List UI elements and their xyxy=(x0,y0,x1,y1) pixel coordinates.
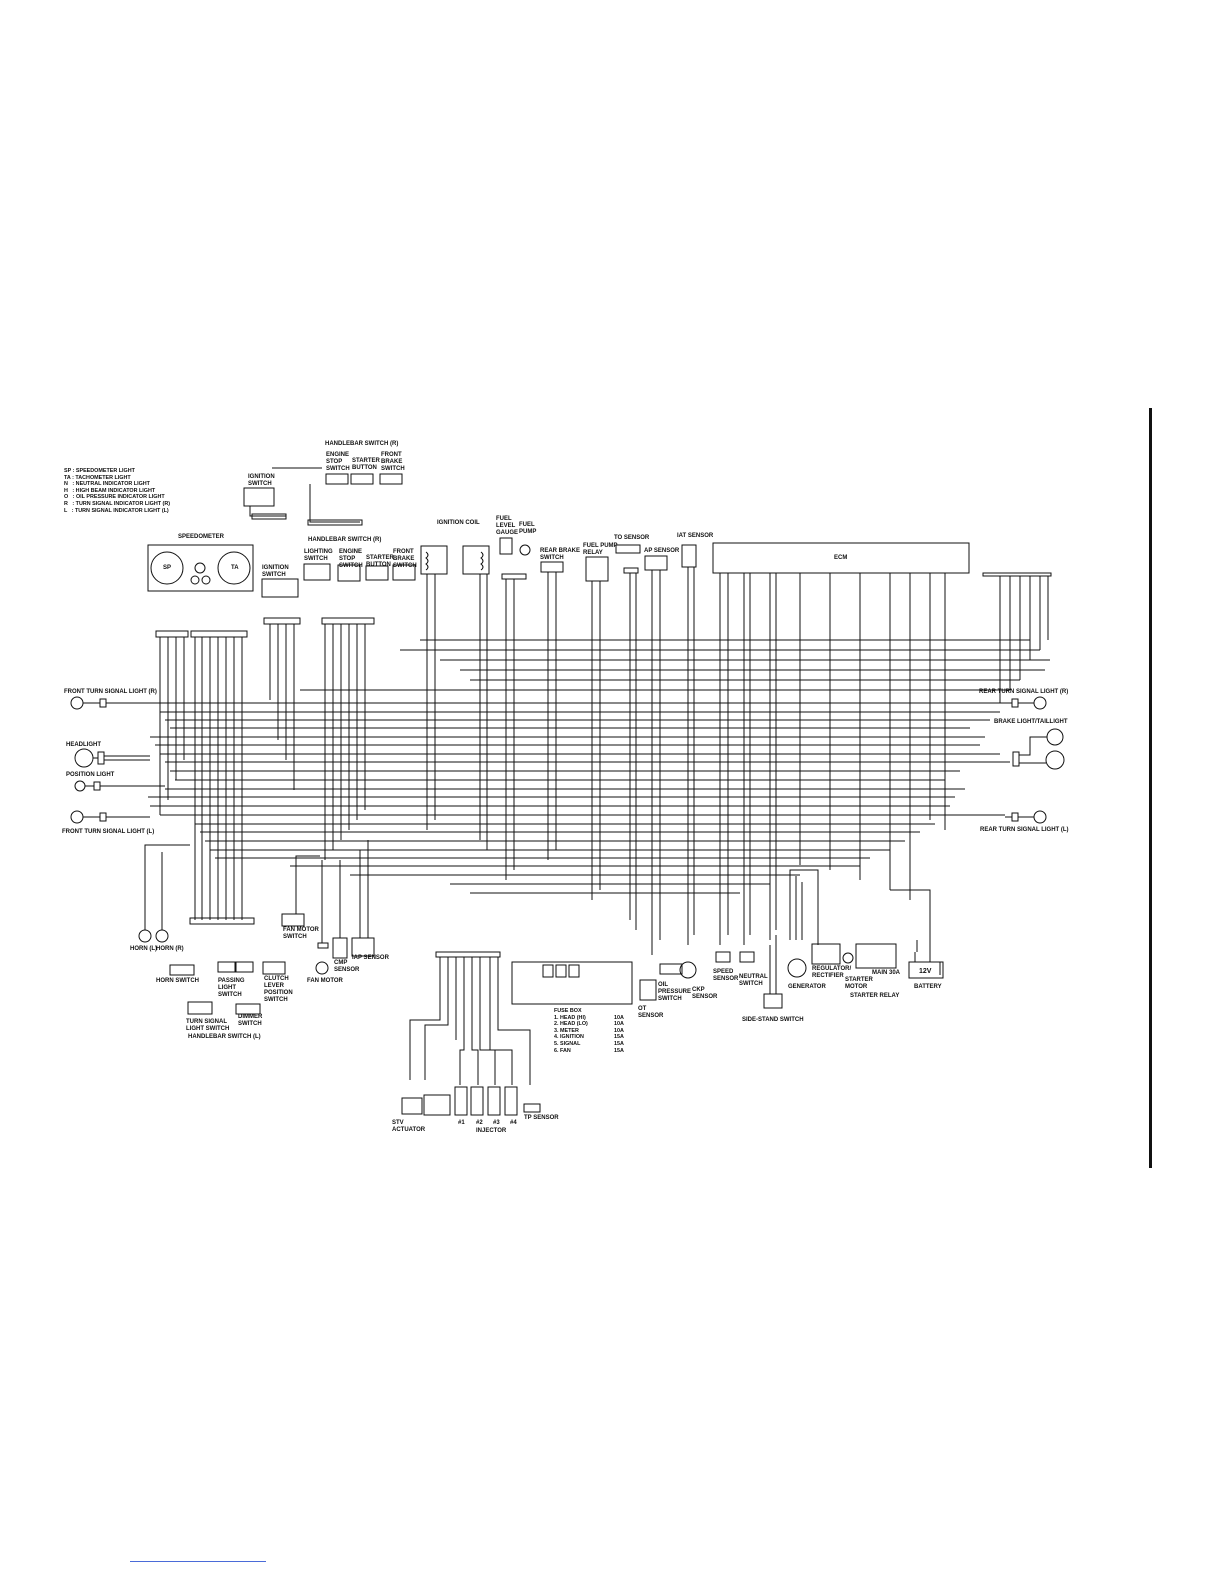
passing-light-switch-label: PASSING LIGHT SWITCH xyxy=(218,978,245,998)
starter-motor-label: STARTER MOTOR xyxy=(845,977,873,990)
speedometer-label: SPEEDOMETER xyxy=(178,534,225,540)
front-turn-r-label: FRONT TURN SIGNAL LIGHT (R) xyxy=(64,689,157,695)
turn-signal-switch-label: TURN SIGNAL LIGHT SWITCH xyxy=(186,1019,230,1032)
fuse-name: 5. SIGNAL xyxy=(554,1040,581,1047)
battery-voltage-label: 12V xyxy=(919,968,932,975)
to-sensor-label: TO SENSOR xyxy=(614,535,650,541)
fuse-name: 4. IGNITION xyxy=(554,1034,584,1041)
iat-sensor-label: IAT SENSOR xyxy=(677,533,714,539)
tp-sensor-label: TP SENSOR xyxy=(524,1115,559,1121)
starter-button-top-label: STARTER BUTTON xyxy=(352,458,380,471)
battery-label: BATTERY xyxy=(914,984,942,990)
fuse-row: 1. HEAD (HI) 10A xyxy=(554,1015,624,1022)
handlebar-switch-r-top-label: HANDLEBAR SWITCH (R) xyxy=(325,441,399,447)
fuse-name: 6. FAN xyxy=(554,1047,571,1054)
main-fuse-label: MAIN 30A xyxy=(872,970,901,976)
injector-2-label: #2 xyxy=(476,1120,483,1126)
regulator-rectifier-label: REGULATOR/ RECTIFIER xyxy=(812,966,852,979)
fuse-rating: 10A xyxy=(614,1027,624,1034)
fuse-name: 3. METER xyxy=(554,1027,579,1034)
ap-sensor-label: AP SENSOR xyxy=(644,548,680,554)
headlight-label: HEADLIGHT xyxy=(66,742,101,748)
cmp-sensor-label: CMP SENSOR xyxy=(334,960,360,973)
injector-4-label: #4 xyxy=(510,1120,517,1126)
fuel-pump-label: FUEL PUMP xyxy=(519,522,537,535)
sidestand-switch-label: SIDE-STAND SWITCH xyxy=(742,1017,804,1023)
injector-3-label: #3 xyxy=(493,1120,500,1126)
fuse-rating: 15A xyxy=(614,1040,624,1047)
fuse-rating: 10A xyxy=(614,1021,624,1028)
lighting-switch-label: LIGHTING SWITCH xyxy=(304,549,333,562)
speed-sensor-label: SPEED SENSOR xyxy=(713,969,739,982)
rear-turn-r-label: REAR TURN SIGNAL LIGHT (R) xyxy=(979,689,1069,695)
fuse-box-title: FUSE BOX xyxy=(554,1008,582,1014)
engine-stop-switch-label: ENGINE STOP SWITCH xyxy=(339,549,363,569)
legend-item: TA : TACHOMETER LIGHT xyxy=(64,474,131,481)
handlebar-switch-r-label: HANDLEBAR SWITCH (R) xyxy=(308,537,382,543)
legend-item: SP : SPEEDOMETER LIGHT xyxy=(64,468,135,474)
fuel-level-gauge-label: FUEL LEVEL GAUGE xyxy=(496,516,519,536)
fuse-rating: 10A xyxy=(614,1014,624,1021)
engine-stop-switch-top-label: ENGINE STOP SWITCH xyxy=(326,452,350,472)
brake-tail-label: BRAKE LIGHT/TAILLIGHT xyxy=(994,719,1068,725)
front-brake-switch-top-label: FRONT BRAKE SWITCH xyxy=(381,452,405,472)
ignition-switch-label: IGNITION SWITCH xyxy=(262,565,289,578)
footer-link-underline xyxy=(130,1561,266,1562)
starter-button-label: STARTER BUTTON xyxy=(366,555,394,568)
injector-1-label: #1 xyxy=(458,1120,465,1126)
legend-item: O : OIL PRESSURE INDICATOR LIGHT xyxy=(64,494,165,501)
oil-pressure-switch-label: OIL PRESSURE SWITCH xyxy=(658,982,692,1002)
ecm-label: ECM xyxy=(834,555,848,561)
horn-l-label: HORN (L) xyxy=(130,946,157,952)
legend-item: R : TURN SIGNAL INDICATOR LIGHT (R) xyxy=(64,500,171,507)
injector-label: INJECTOR xyxy=(476,1128,507,1134)
legend: SP : SPEEDOMETER LIGHT TA : TACHOMETER L… xyxy=(64,468,170,514)
generator-label: GENERATOR xyxy=(788,984,826,990)
horn-r-label: HORN (R) xyxy=(156,946,184,952)
legend-item: H : HIGH BEAM INDICATOR LIGHT xyxy=(64,487,156,494)
fuse-box-list: FUSE BOX 1. HEAD (HI) 10A 2. HEAD (LO) 10A… xyxy=(554,1008,624,1054)
fan-motor-switch-label: FAN MOTOR SWITCH xyxy=(283,927,319,940)
rear-brake-switch-label: REAR BRAKE SWITCH xyxy=(540,548,581,561)
fuse-row: 2. HEAD (LO) 10A xyxy=(554,1021,624,1028)
sp-label: SP xyxy=(163,565,172,571)
legend-item: N : NEUTRAL INDICATOR LIGHT xyxy=(64,481,150,488)
fuse-row: 3. METER 10A xyxy=(554,1028,624,1035)
iap-sensor-label: IAP SENSOR xyxy=(352,955,389,961)
neutral-switch-label: NEUTRAL SWITCH xyxy=(739,974,768,987)
handlebar-switch-l-label: HANDLEBAR SWITCH (L) xyxy=(188,1034,261,1040)
horn-switch-label: HORN SWITCH xyxy=(156,978,199,984)
fuse-name: 1. HEAD (HI) xyxy=(554,1014,586,1021)
position-light-label: POSITION LIGHT xyxy=(66,772,115,778)
fuel-pump-relay-label: FUEL PUMP RELAY xyxy=(583,543,618,556)
fan-motor-label: FAN MOTOR xyxy=(307,978,343,984)
fuse-rating: 15A xyxy=(614,1034,624,1041)
ignition-coil-label: IGNITION COIL xyxy=(437,520,480,526)
front-brake-switch-label: FRONT BRAKE SWITCH xyxy=(393,549,417,569)
legend-item: L : TURN SIGNAL INDICATOR LIGHT (L) xyxy=(64,507,169,514)
front-turn-l-label: FRONT TURN SIGNAL LIGHT (L) xyxy=(62,829,155,835)
fuse-row: 4. IGNITION 15A xyxy=(554,1034,624,1041)
ckp-sensor-label: CKP SENSOR xyxy=(692,987,718,1000)
ot-sensor-label: OT SENSOR xyxy=(638,1006,664,1019)
ignition-switch-top-label: IGNITION SWITCH xyxy=(248,474,275,487)
fuse-rating: 15A xyxy=(614,1047,624,1054)
ta-label: TA xyxy=(231,565,239,571)
starter-relay-label: STARTER RELAY xyxy=(850,993,900,999)
fuse-row: 6. FAN 15A xyxy=(554,1048,624,1055)
fuse-name: 2. HEAD (LO) xyxy=(554,1021,588,1028)
clutch-lever-switch-label: CLUTCH LEVER POSITION SWITCH xyxy=(264,976,293,1003)
fuse-row: 5. SIGNAL 15A xyxy=(554,1041,624,1048)
dimmer-switch-label: DIMMER SWITCH xyxy=(238,1014,263,1027)
stv-actuator-label: STV ACTUATOR xyxy=(392,1120,426,1133)
rear-turn-l-label: REAR TURN SIGNAL LIGHT (L) xyxy=(980,827,1069,833)
